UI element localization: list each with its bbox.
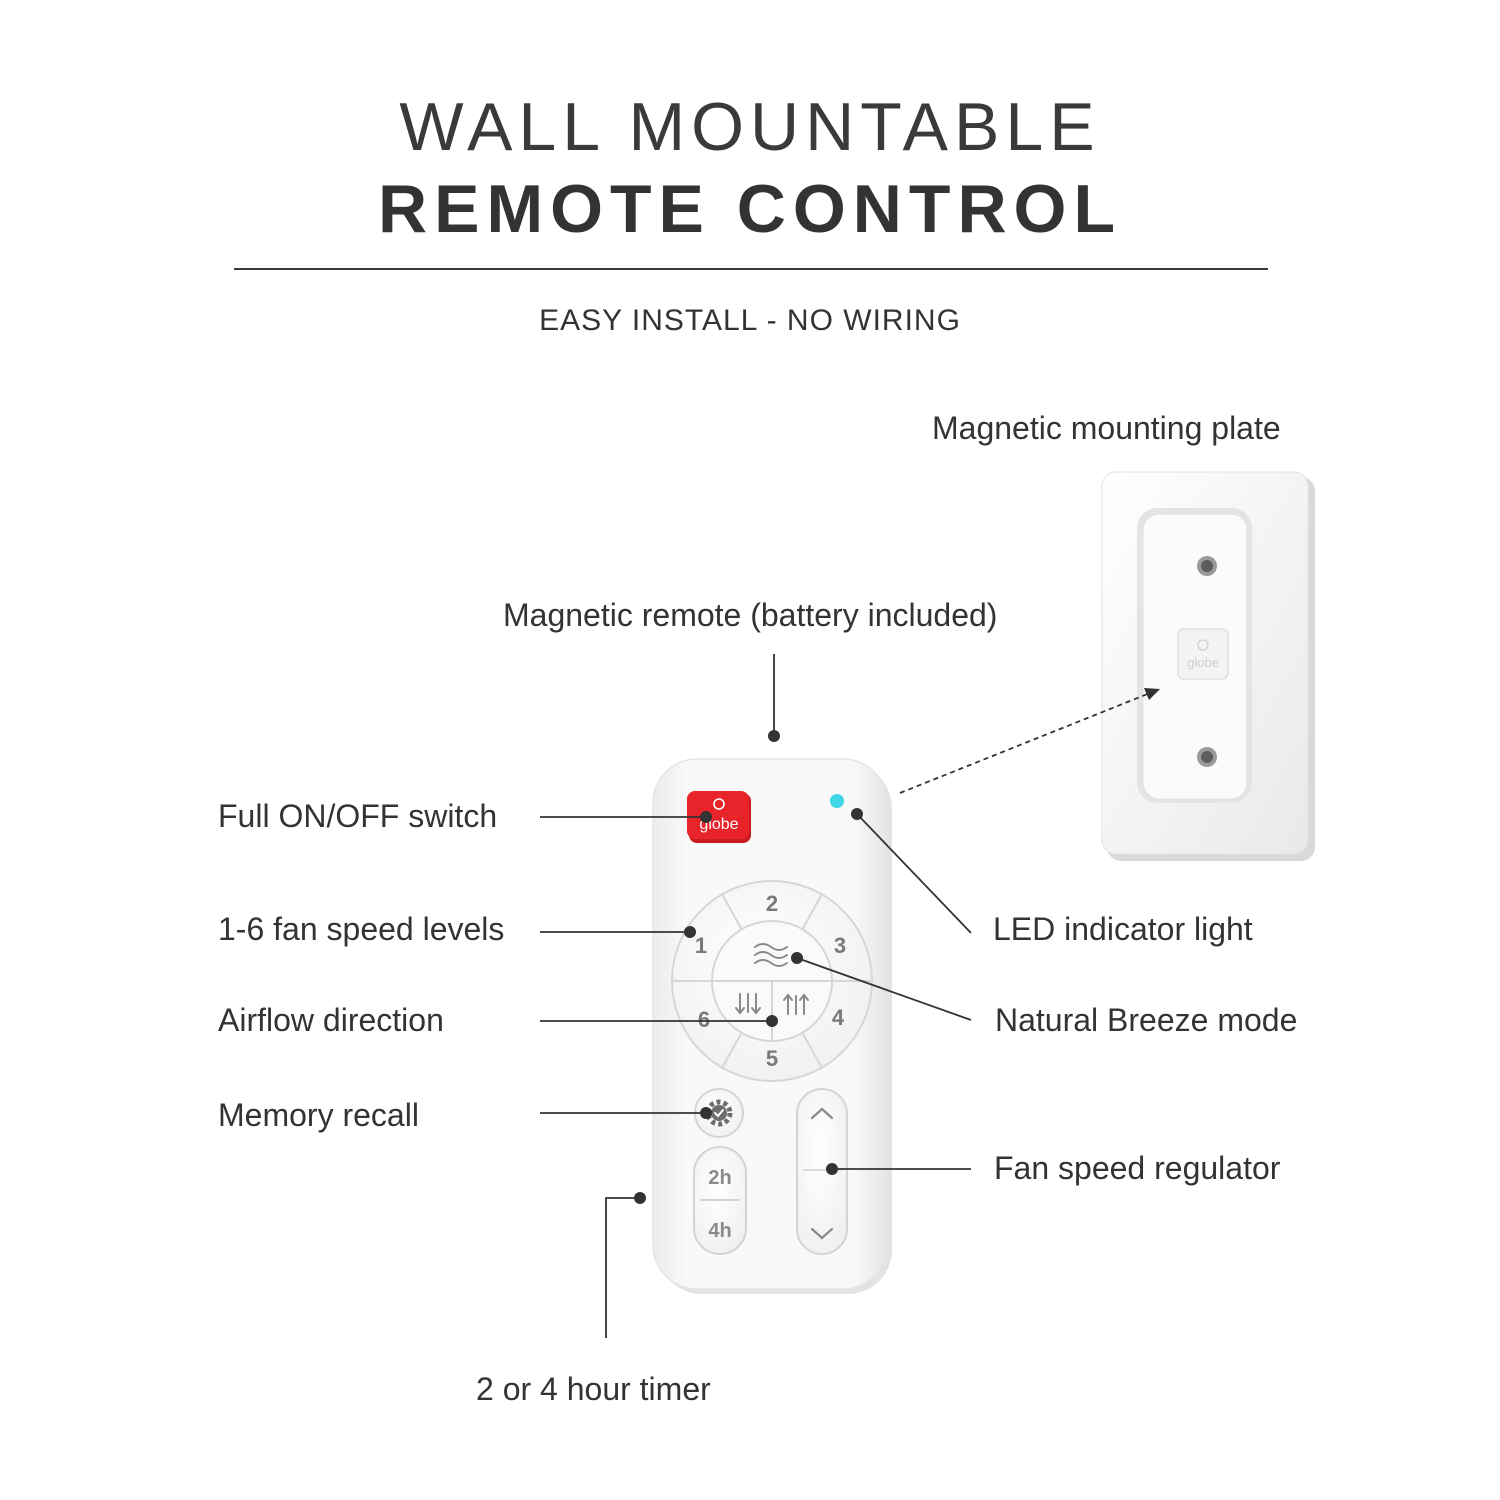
label-on-off: Full ON/OFF switch: [218, 798, 498, 834]
globe-logo-icon: [713, 798, 725, 810]
led-indicator: [830, 794, 844, 808]
plate-logo-text: globe: [1187, 655, 1219, 670]
speed-button-3[interactable]: 3: [834, 933, 846, 958]
timer-2h-button[interactable]: 2h: [708, 1167, 731, 1189]
callout-dots: [634, 730, 863, 1204]
speed-regulator: [796, 1088, 848, 1255]
mounting-plate: globe: [1101, 471, 1315, 861]
speed-button-1[interactable]: 1: [695, 933, 707, 958]
title-divider: [234, 268, 1268, 270]
label-magnetic-remote: Magnetic remote (battery included): [503, 597, 998, 633]
label-breeze: Natural Breeze mode: [995, 1002, 1298, 1038]
timer-4h-button[interactable]: 4h: [708, 1220, 731, 1242]
label-fan-speed-levels: 1-6 fan speed levels: [218, 911, 505, 947]
callout-lines: [540, 654, 1151, 1338]
timer-buttons: [693, 1146, 747, 1255]
speed-button-2[interactable]: 2: [766, 891, 778, 916]
speed-button-5[interactable]: 5: [766, 1046, 778, 1071]
power-button[interactable]: globe: [687, 791, 751, 843]
plate-logo-plate: [1177, 628, 1229, 680]
title-line-1: WALL MOUNTABLE: [399, 89, 1101, 165]
airflow-up-icon[interactable]: [783, 993, 809, 1015]
label-regulator: Fan speed regulator: [994, 1150, 1281, 1186]
screw-hole-top: [1197, 556, 1217, 576]
breeze-icon[interactable]: [754, 943, 788, 967]
speed-button-6[interactable]: 6: [698, 1007, 710, 1032]
chevron-down-icon[interactable]: [810, 1227, 834, 1240]
title-line-2: REMOTE CONTROL: [378, 171, 1122, 247]
speed-button-4[interactable]: 4: [832, 1005, 845, 1030]
chevron-up-icon[interactable]: [810, 1107, 834, 1120]
plate-logo-icon: [1197, 639, 1209, 651]
memory-button[interactable]: [694, 1088, 744, 1138]
subtitle: EASY INSTALL - NO WIRING: [539, 304, 961, 337]
label-timer: 2 or 4 hour timer: [476, 1371, 711, 1407]
arrow-head-icon: [1144, 688, 1160, 700]
label-mounting-plate: Magnetic mounting plate: [932, 410, 1281, 446]
label-memory: Memory recall: [218, 1097, 419, 1133]
label-led: LED indicator light: [993, 911, 1253, 947]
label-airflow: Airflow direction: [218, 1002, 444, 1038]
screw-hole-bottom: [1197, 747, 1217, 767]
airflow-down-icon[interactable]: [735, 993, 761, 1015]
gear-check-icon: [705, 1099, 733, 1127]
